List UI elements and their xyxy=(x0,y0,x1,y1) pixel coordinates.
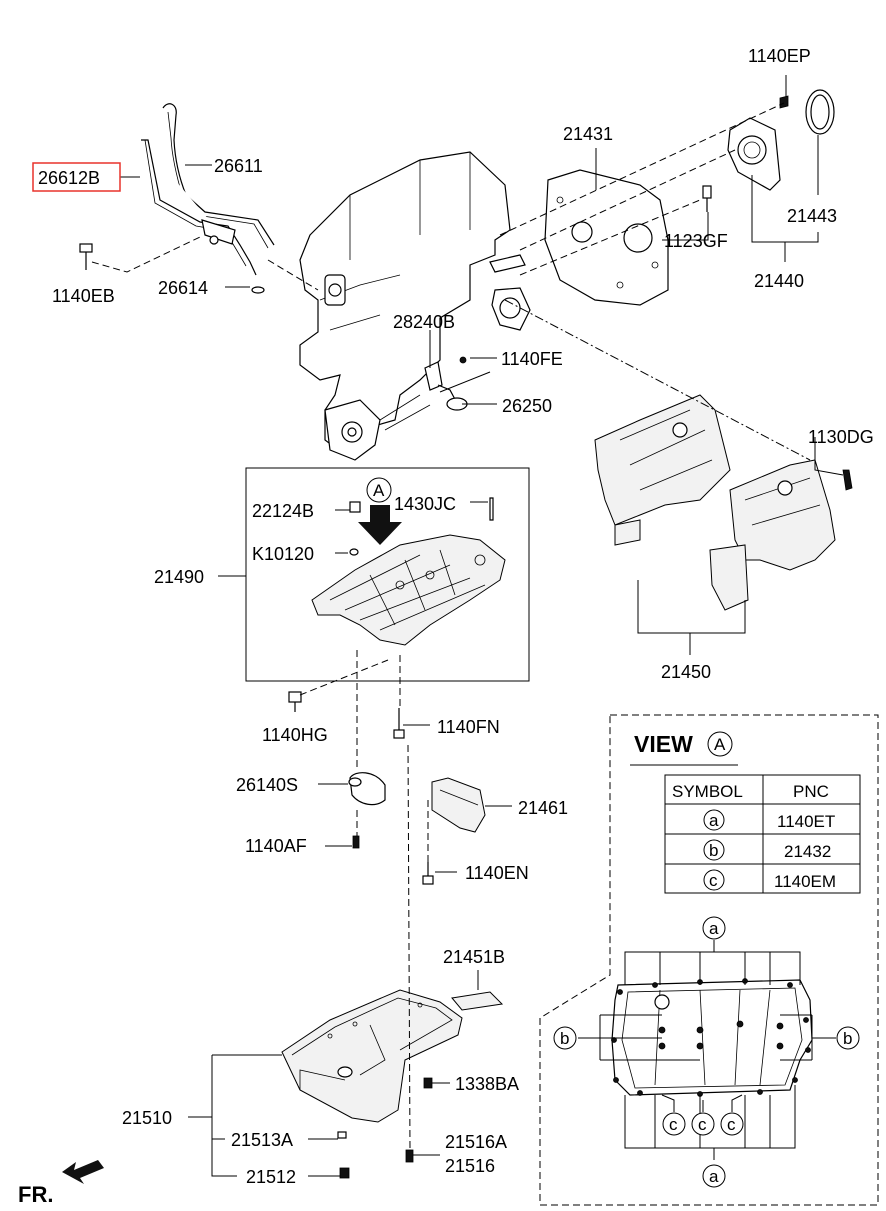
bolt-1140FE-shape xyxy=(459,356,467,364)
label-21516[interactable]: 21516 xyxy=(445,1156,495,1176)
leader-lines xyxy=(91,75,844,1177)
table-header-pnc: PNC xyxy=(793,782,829,801)
drain-plug-21512-shape xyxy=(339,1167,350,1179)
oil-strainer-26140S xyxy=(348,772,386,806)
label-26250[interactable]: 26250 xyxy=(502,396,552,416)
pan-marker-c3: c xyxy=(727,1115,736,1134)
label-26140S[interactable]: 26140S xyxy=(236,775,298,795)
bolt-1338BA-shape xyxy=(423,1077,433,1089)
oil-pan xyxy=(281,989,463,1123)
engine-block xyxy=(299,151,511,461)
bolt-1123GF-shape xyxy=(702,185,712,212)
label-1140EB[interactable]: 1140EB xyxy=(52,286,115,306)
oil-seal xyxy=(805,89,835,135)
oil-seal-case xyxy=(727,117,781,191)
table-header-symbol: SYMBOL xyxy=(672,782,743,801)
pan-marker-c1: c xyxy=(669,1115,678,1134)
label-21440[interactable]: 21440 xyxy=(754,271,804,291)
table-row-pnc[interactable]: 1140EM xyxy=(774,872,836,891)
baffle-21461 xyxy=(431,777,486,833)
bolt-1140EB-shape xyxy=(79,243,93,270)
label-1140AF[interactable]: 1140AF xyxy=(245,836,307,856)
label-21510[interactable]: 21510 xyxy=(122,1108,172,1128)
front-label: FR. xyxy=(18,1182,53,1207)
label-21516A[interactable]: 21516A xyxy=(445,1132,507,1152)
highlight-box-26612B xyxy=(32,162,121,192)
label-21513A[interactable]: 21513A xyxy=(231,1130,293,1150)
oil-pan-flange-view: a a b b c c c xyxy=(553,916,860,1188)
label-21512[interactable]: 21512 xyxy=(246,1167,296,1187)
pan-marker-left: b xyxy=(560,1029,569,1048)
bolt-1140HG-shape xyxy=(288,691,302,712)
table-row-pnc[interactable]: 21432 xyxy=(784,842,831,861)
table-row-symbol: c xyxy=(709,871,718,890)
label-21461[interactable]: 21461 xyxy=(518,798,568,818)
label-1123GF[interactable]: 1123GF xyxy=(664,231,728,251)
table-row-symbol: b xyxy=(709,841,718,860)
part-number-labels: 26612B 26611 1140EB 26614 21431 1140EP 2… xyxy=(32,46,874,1187)
front-arrow-icon xyxy=(62,1160,104,1184)
label-1430JC[interactable]: 1430JC xyxy=(394,494,456,514)
bolt-1140EP-shape xyxy=(779,95,789,109)
gasket-21513A-shape xyxy=(337,1131,347,1139)
dipstick-guide-tube xyxy=(141,139,265,294)
label-1130DG[interactable]: 1130DG xyxy=(808,427,874,447)
detail-marker-A: A xyxy=(373,481,385,500)
label-1338BA[interactable]: 1338BA xyxy=(455,1074,519,1094)
label-1140FE[interactable]: 1140FE xyxy=(501,349,563,369)
label-28240B[interactable]: 28240B xyxy=(393,312,455,332)
bolt-1130DG-shape xyxy=(842,469,853,491)
stiffener-frame xyxy=(594,394,836,611)
label-21443[interactable]: 21443 xyxy=(787,206,837,226)
oil-strainer-pipe xyxy=(424,361,468,411)
bolt-1140EN-shape xyxy=(422,862,434,885)
bolt-1140FN-shape xyxy=(393,708,405,739)
label-26611[interactable]: 26611 xyxy=(214,156,263,176)
label-21490[interactable]: 21490 xyxy=(154,567,204,587)
label-K10120[interactable]: K10120 xyxy=(252,544,314,564)
view-marker: A xyxy=(714,735,726,754)
view-a-panel: VIEW A SYMBOL PNC a 1140ET b 21432 c 114… xyxy=(539,714,879,1206)
table-row-pnc[interactable]: 1140ET xyxy=(777,812,835,831)
pan-marker-c2: c xyxy=(698,1115,707,1134)
label-1140EN[interactable]: 1140EN xyxy=(465,863,529,883)
pan-marker-top: a xyxy=(709,919,719,938)
label-1140FN[interactable]: 1140FN xyxy=(437,717,500,737)
label-1140HG[interactable]: 1140HG xyxy=(262,725,328,745)
label-26614[interactable]: 26614 xyxy=(158,278,208,298)
label-21431[interactable]: 21431 xyxy=(563,124,613,144)
crank-seal-retainer-small xyxy=(489,254,531,331)
view-title: VIEW xyxy=(634,731,693,757)
label-21450[interactable]: 21450 xyxy=(661,662,711,682)
label-21451B[interactable]: 21451B xyxy=(443,947,505,967)
pan-marker-bottom: a xyxy=(709,1167,719,1186)
label-26612B[interactable]: 26612B xyxy=(38,168,100,188)
oil-pump-detail-box xyxy=(245,467,530,682)
label-22124B[interactable]: 22124B xyxy=(252,501,314,521)
oil-level-gauge-21451B xyxy=(451,991,504,1011)
table-row-symbol: a xyxy=(709,811,719,830)
bolt-21516-shape xyxy=(405,1149,414,1163)
bolt-1140AF-shape xyxy=(352,835,360,849)
front-indicator: FR. xyxy=(18,1160,104,1207)
view-table: SYMBOL PNC a 1140ET b 21432 c 1140EM xyxy=(664,774,861,894)
rear-plate xyxy=(544,169,669,306)
pan-marker-right: b xyxy=(843,1029,852,1048)
label-1140EP[interactable]: 1140EP xyxy=(748,46,811,66)
